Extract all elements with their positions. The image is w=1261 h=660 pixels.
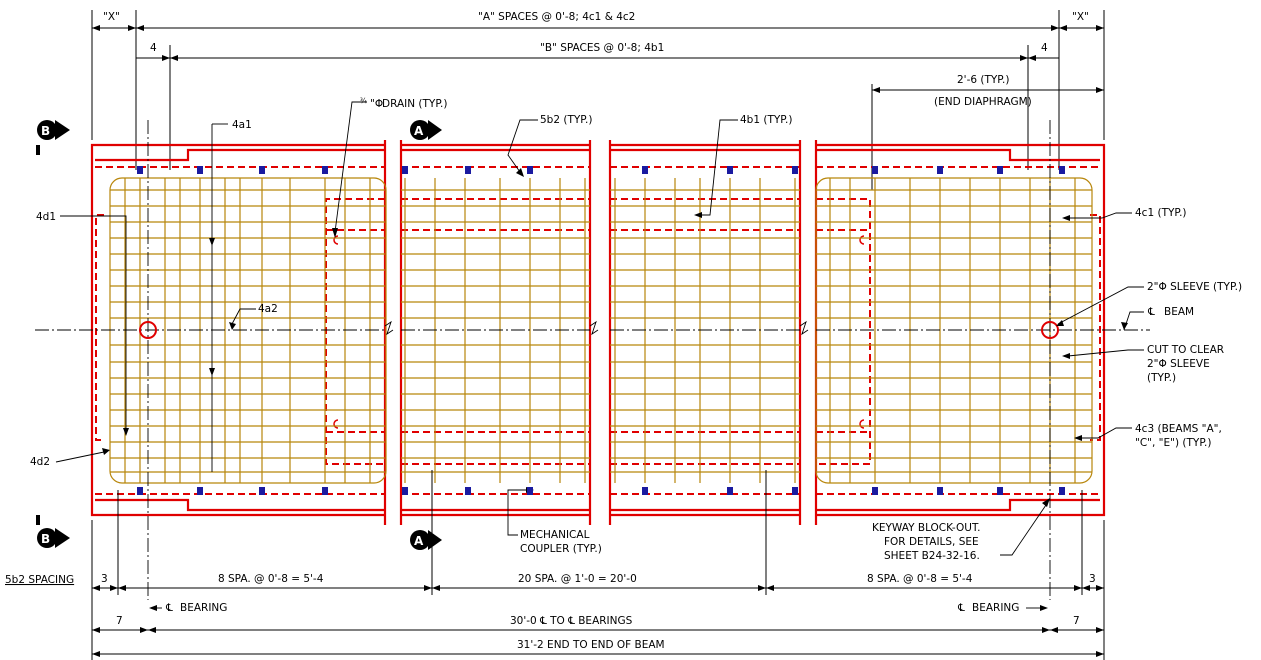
coupler-bottom <box>137 487 143 495</box>
four-left-label: 4 <box>150 42 157 54</box>
coupler-top <box>997 166 1003 174</box>
coupler-bottom <box>792 487 798 495</box>
svg-text:B: B <box>41 124 50 138</box>
coupler-top <box>402 166 408 174</box>
dim-seven-left: 7 <box>116 615 123 627</box>
dim-seven-right: 7 <box>1073 615 1080 627</box>
coupler-bottom <box>259 487 265 495</box>
coupler-marks <box>137 166 1065 495</box>
label-4c3-2: "C", "E") (TYP.) <box>1135 437 1211 449</box>
keyway-blockout <box>95 166 1101 495</box>
label-4b1: 4b1 (TYP.) <box>740 114 792 126</box>
label-4a1: 4a1 <box>232 119 252 131</box>
section-marker-b-bottom[interactable]: B <box>36 515 70 548</box>
dim-bearing-left: BEARING <box>180 602 227 614</box>
coupler-bottom <box>727 487 733 495</box>
four-right-label: 4 <box>1041 42 1048 54</box>
callouts: ¾ DRAIN (TYP.) "Φ 4a1 4a2 4d1 4d2 5b2 (T… <box>30 97 1242 562</box>
coupler-bottom <box>402 487 408 495</box>
end-diaphragm-dim: 2'-6 (TYP.) <box>957 74 1009 86</box>
coupler-top <box>642 166 648 174</box>
bottom-dimensions: 5b2 SPACING 3 8 SPA. @ 0'-8 = 5'-4 20 SP… <box>5 470 1105 660</box>
svg-text:B: B <box>41 532 50 546</box>
coupler-bottom <box>997 487 1003 495</box>
coupler-bottom <box>937 487 943 495</box>
section-marker-a-bottom[interactable]: A <box>410 530 442 550</box>
label-4d2: 4d2 <box>30 456 50 468</box>
coupler-bottom <box>322 487 328 495</box>
coupler-bottom <box>642 487 648 495</box>
coupler-top <box>259 166 265 174</box>
drain-label: DRAIN (TYP.) <box>382 98 447 110</box>
dim-end-to-end: 31'-2 END TO END OF BEAM <box>517 639 665 651</box>
coupler-bottom <box>872 487 878 495</box>
x-left-label: "X" <box>103 11 120 23</box>
end-diaphragm-label: (END DIAPHRAGM) <box>934 96 1032 108</box>
spacing-label: 5b2 SPACING <box>5 574 74 586</box>
label-keyway-3: SHEET B24-32-16. <box>884 550 980 562</box>
label-coupler-2: COUPLER (TYP.) <box>520 543 602 555</box>
label-4c3-1: 4c3 (BEAMS "A", <box>1135 423 1222 435</box>
svg-text:A: A <box>414 534 424 548</box>
dim-cl-to-cl: 30'-0 ℄ TO ℄ BEARINGS <box>510 615 633 627</box>
label-cut-2: 2"Φ SLEEVE <box>1147 358 1210 370</box>
coupler-top <box>137 166 143 174</box>
label-4a2: 4a2 <box>258 303 278 315</box>
label-cl-beam: BEAM <box>1164 306 1194 318</box>
svg-text:℄: ℄ <box>957 602 965 614</box>
dim-bearing-right: BEARING <box>972 602 1019 614</box>
beam-outline <box>90 140 1106 525</box>
centerlines <box>35 120 1150 600</box>
label-4c1: 4c1 (TYP.) <box>1135 207 1187 219</box>
sleeve-right[interactable] <box>1041 321 1059 339</box>
label-keyway-1: KEYWAY BLOCK-OUT. <box>872 522 980 534</box>
svg-text:"Φ: "Φ <box>370 98 383 110</box>
coupler-bottom <box>1059 487 1065 495</box>
svg-text:A: A <box>414 124 424 138</box>
coupler-bottom <box>527 487 533 495</box>
sleeve-left[interactable] <box>139 321 157 339</box>
coupler-top <box>527 166 533 174</box>
dim-three-right: 3 <box>1089 573 1096 585</box>
section-marker-a-top[interactable]: A <box>410 120 442 140</box>
coupler-top <box>1059 166 1065 174</box>
b-spaces-label: "B" SPACES @ 0'-8; 4b1 <box>540 42 664 54</box>
top-dimensions: "X" "A" SPACES @ 0'-8; 4c1 & 4c2 "X" 4 "… <box>91 10 1105 190</box>
a-spaces-label: "A" SPACES @ 0'-8; 4c1 & 4c2 <box>478 11 635 23</box>
section-marker-b-top[interactable]: B <box>36 120 70 155</box>
coupler-top <box>872 166 878 174</box>
coupler-top <box>937 166 943 174</box>
label-cut-1: CUT TO CLEAR <box>1147 344 1224 356</box>
coupler-top <box>792 166 798 174</box>
svg-text:℄: ℄ <box>165 602 173 614</box>
coupler-top <box>465 166 471 174</box>
label-keyway-2: FOR DETAILS, SEE <box>884 536 979 548</box>
coupler-bottom <box>465 487 471 495</box>
label-4d1: 4d1 <box>36 211 56 223</box>
dim-three-left: 3 <box>101 573 108 585</box>
dim-spa-left: 8 SPA. @ 0'-8 = 5'-4 <box>218 573 324 585</box>
x-right-label: "X" <box>1072 11 1089 23</box>
dim-spa-right: 8 SPA. @ 0'-8 = 5'-4 <box>867 573 973 585</box>
coupler-top <box>322 166 328 174</box>
dim-spa-mid: 20 SPA. @ 1'-0 = 20'-0 <box>518 573 637 585</box>
rebar-grid <box>109 177 1093 484</box>
label-5b2: 5b2 (TYP.) <box>540 114 592 126</box>
coupler-top <box>197 166 203 174</box>
coupler-bottom <box>197 487 203 495</box>
drain-fraction: ¾ <box>360 97 367 105</box>
coupler-top <box>727 166 733 174</box>
label-sleeve: 2"Φ SLEEVE (TYP.) <box>1147 281 1242 293</box>
label-coupler-1: MECHANICAL <box>520 529 590 541</box>
svg-text:℄: ℄ <box>1147 306 1155 318</box>
label-cut-3: (TYP.) <box>1147 372 1176 384</box>
